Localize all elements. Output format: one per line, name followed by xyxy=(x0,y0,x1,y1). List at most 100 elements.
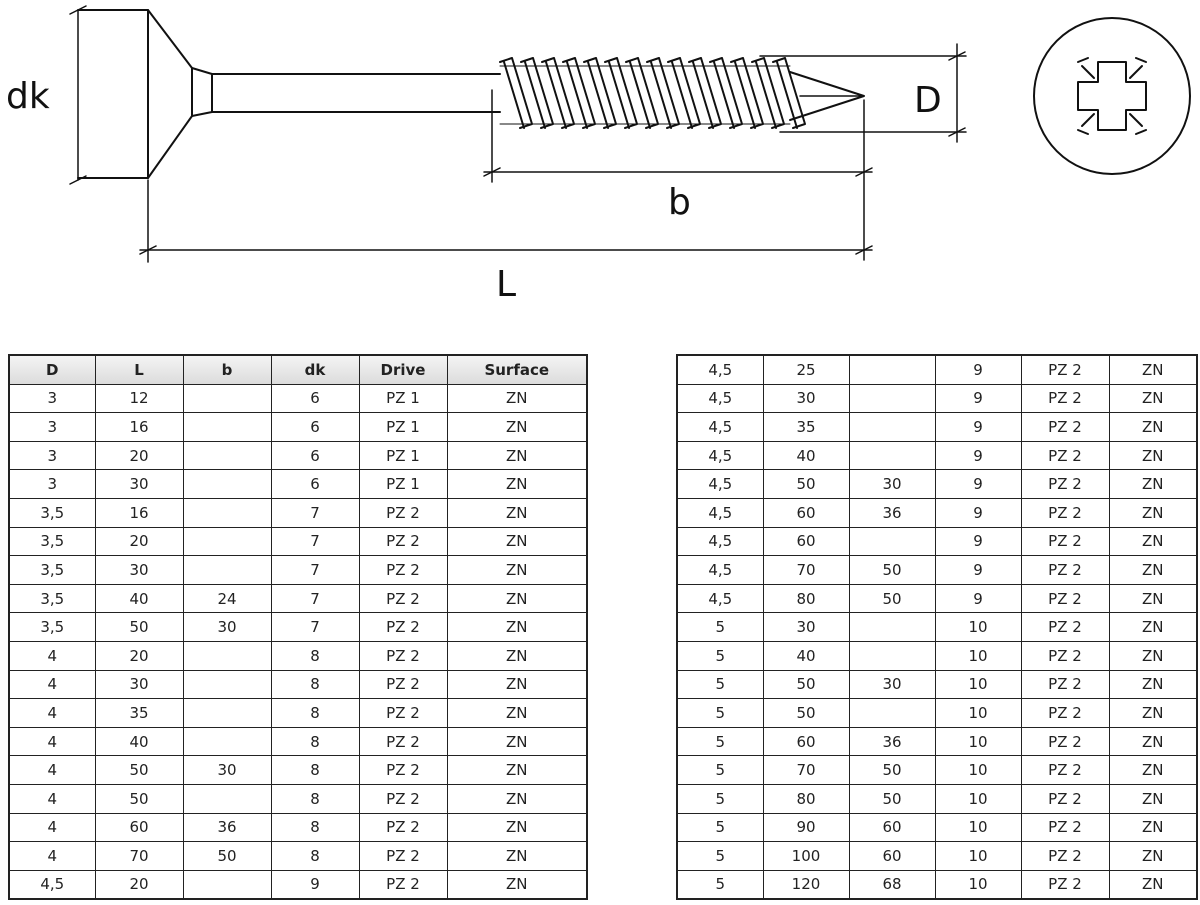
table-cell: ZN xyxy=(446,440,588,471)
table-cell: 3,5 xyxy=(8,612,96,642)
table-cell: 4 xyxy=(8,812,96,843)
table-cell: PZ 2 xyxy=(1020,497,1110,528)
table-cell: 8 xyxy=(270,698,360,728)
table-cell: 35 xyxy=(762,412,850,442)
table-cell: 70 xyxy=(94,841,184,871)
thread-turn xyxy=(503,61,525,129)
table-cell: 36 xyxy=(848,497,936,528)
table-cell: 8 xyxy=(270,669,360,700)
table-cell: 30 xyxy=(762,383,850,414)
label-D: D xyxy=(914,80,942,121)
table-cell: 25 xyxy=(762,354,850,385)
table-cell: ZN xyxy=(1108,869,1198,900)
thread-crest xyxy=(646,57,680,129)
table-cell: 8 xyxy=(270,755,360,785)
header-D: D xyxy=(8,354,96,385)
header-drive: Drive xyxy=(358,354,448,385)
table-cell: ZN xyxy=(1108,497,1198,528)
table-cell: ZN xyxy=(1108,783,1198,814)
table-cell: 4 xyxy=(8,640,96,671)
table-cell: 4 xyxy=(8,783,96,814)
table-cell: ZN xyxy=(1108,726,1198,757)
table-cell: 50 xyxy=(848,783,936,814)
thread-turn xyxy=(671,61,693,129)
table-cell xyxy=(848,640,936,671)
table-cell: 4 xyxy=(8,841,96,871)
table-cell xyxy=(182,526,272,557)
dim-dk xyxy=(69,5,87,185)
thread-turn xyxy=(734,61,756,129)
table-cell: 9 xyxy=(934,497,1022,528)
table-cell: 3 xyxy=(8,383,96,414)
table-cell: 5 xyxy=(676,698,764,728)
dim-b xyxy=(483,89,873,261)
table-cell: 40 xyxy=(94,726,184,757)
table-cell xyxy=(182,669,272,700)
table-cell: ZN xyxy=(446,783,588,814)
thread-crest xyxy=(751,57,785,129)
table-cell: 4,5 xyxy=(676,526,764,557)
table-cell: ZN xyxy=(1108,755,1198,785)
table-cell: 4,5 xyxy=(8,869,96,900)
table-cell: 9 xyxy=(934,469,1022,499)
table-cell: 40 xyxy=(762,640,850,671)
table-cell: 16 xyxy=(94,412,184,442)
table-cell: 9 xyxy=(270,869,360,900)
table-cell: PZ 2 xyxy=(1020,440,1110,471)
table-cell: ZN xyxy=(446,698,588,728)
table-cell: PZ 2 xyxy=(358,497,448,528)
table-cell: PZ 2 xyxy=(1020,640,1110,671)
table-cell xyxy=(182,869,272,900)
table-cell: PZ 2 xyxy=(358,640,448,671)
label-b: b xyxy=(668,182,691,223)
table-cell: PZ 2 xyxy=(1020,383,1110,414)
table-header-row: D L b dk Drive Surface xyxy=(8,354,588,385)
thread-crest xyxy=(583,57,617,129)
table-cell: 10 xyxy=(934,812,1022,843)
table-cell: PZ 2 xyxy=(1020,583,1110,614)
table-cell: 50 xyxy=(94,783,184,814)
table-cell: ZN xyxy=(446,497,588,528)
thread-crest xyxy=(499,57,533,129)
thread-crest xyxy=(562,57,596,129)
table-cell: 9 xyxy=(934,354,1022,385)
table-cell: 9 xyxy=(934,583,1022,614)
table-cell: PZ 2 xyxy=(358,583,448,614)
table-cell: 7 xyxy=(270,612,360,642)
table-cell: ZN xyxy=(1108,841,1198,871)
table-cell: ZN xyxy=(446,469,588,499)
table-cell: 70 xyxy=(762,755,850,785)
table-cell: ZN xyxy=(1108,440,1198,471)
table-cell: 60 xyxy=(762,497,850,528)
thread-turn xyxy=(713,61,735,129)
table-cell: 8 xyxy=(270,640,360,671)
table-cell: 50 xyxy=(848,583,936,614)
table-cell: 16 xyxy=(94,497,184,528)
table-cell: ZN xyxy=(446,841,588,871)
table-cell: ZN xyxy=(446,412,588,442)
table-cell: 50 xyxy=(182,841,272,871)
table-cell xyxy=(848,383,936,414)
table-cell: 8 xyxy=(270,841,360,871)
table-cell: 30 xyxy=(94,555,184,585)
screw-diagram: dk D b L xyxy=(6,5,1191,305)
table-cell: 40 xyxy=(762,440,850,471)
header-dk: dk xyxy=(270,354,360,385)
table-cell xyxy=(182,640,272,671)
thread-crest xyxy=(772,57,806,129)
table-cell: 4,5 xyxy=(676,354,764,385)
